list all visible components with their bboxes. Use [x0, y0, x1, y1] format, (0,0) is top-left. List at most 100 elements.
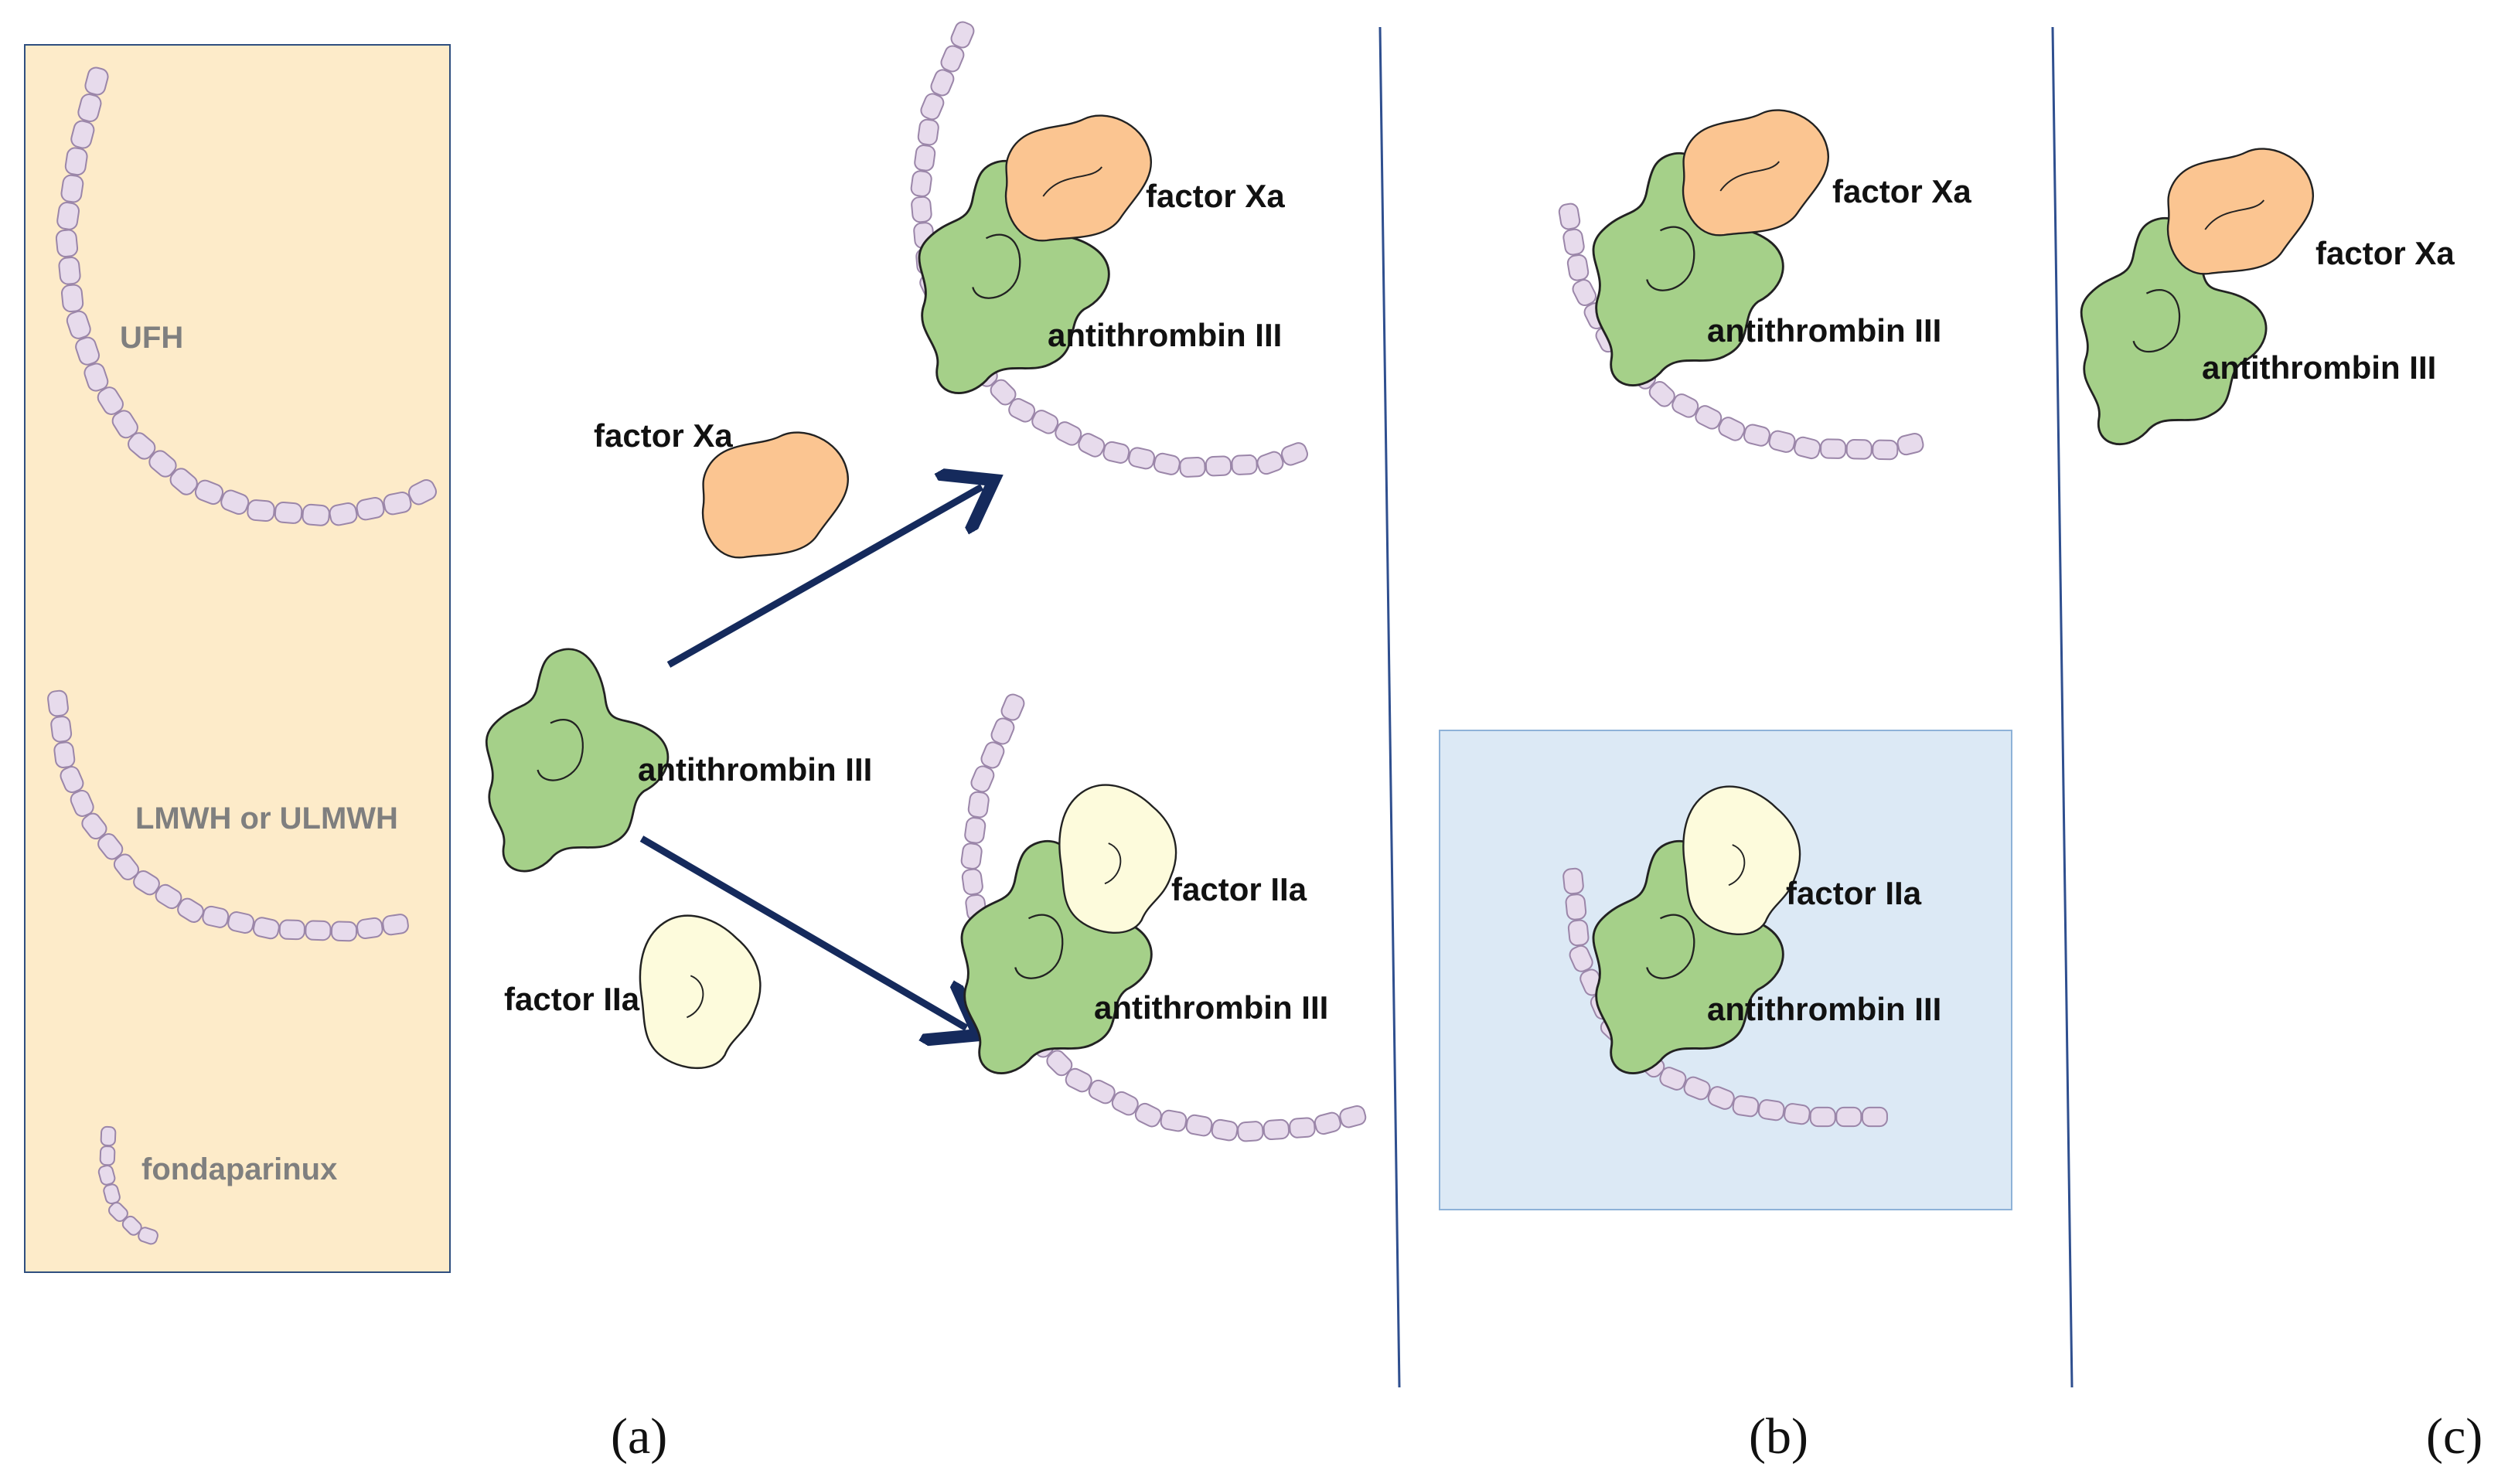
heparin-bead: [81, 812, 107, 840]
panel-c: factor Xa antithrombin III (c): [2080, 148, 2482, 1465]
iia-complex-b-antithrombin: [1592, 839, 1784, 1074]
heparin-bead: [64, 147, 88, 176]
heparin-bead: [356, 496, 385, 521]
heparin-bead: [108, 1202, 128, 1222]
iia-complex-b-factor-label: factor IIa: [1786, 875, 1922, 911]
heparin-bead: [1835, 1106, 1862, 1128]
xa-complex-c-antithrombin: [2080, 216, 2268, 446]
heparin-bead: [1128, 447, 1156, 470]
heparin-bead: [1205, 455, 1232, 477]
heparin-bead: [1339, 1104, 1367, 1128]
xa-complex-b-antithrombin-label: antithrombin III: [1707, 312, 1941, 349]
iia-complex-a-factor-label: factor IIa: [1171, 871, 1307, 907]
heparin-bead: [1707, 1086, 1735, 1110]
heparin-bead: [75, 336, 101, 366]
fondaparinux-label: fondaparinux: [141, 1152, 337, 1186]
arrow-to-iia-complex: [639, 836, 966, 1028]
heparin-bead: [60, 284, 84, 313]
xa-complex-c-factor-label: factor Xa: [2315, 235, 2455, 271]
heparin-bead: [1256, 451, 1284, 475]
heparin-bead: [220, 489, 250, 515]
heparin-bead: [1031, 410, 1059, 434]
xa-complex-b-factor-xa: [1682, 109, 1830, 237]
heparin-bead: [1683, 1076, 1711, 1101]
heparin-bead: [252, 917, 280, 940]
arrow-to-xa-complex: [666, 487, 982, 668]
heparin-bead: [100, 1125, 117, 1147]
heparin-bead: [155, 883, 182, 910]
heparin-bead: [77, 94, 102, 122]
heparin-bead: [1566, 254, 1590, 281]
heparin-bead: [97, 386, 124, 415]
heparin-bead: [1078, 433, 1106, 458]
heparin-bead: [1231, 454, 1258, 475]
iia-complex-a: factor IIa antithrombin III: [960, 693, 1367, 1142]
heparin-bead: [914, 145, 936, 172]
heparin-bead: [330, 921, 358, 942]
heparin-bead: [97, 833, 124, 860]
heparin-bead: [407, 479, 437, 505]
heparin-legend-background: [24, 44, 451, 1273]
heparin-bead: [1000, 693, 1025, 721]
heparin-bead: [1695, 405, 1723, 430]
heparin-bead: [53, 741, 76, 768]
heparin-bead: [56, 202, 80, 230]
panel-c-caption: (c): [2426, 1408, 2482, 1465]
heparin-bead: [960, 842, 983, 870]
heparin-bead: [58, 257, 81, 285]
xa-complex-b: factor Xa antithrombin III: [1558, 109, 1971, 461]
panel-a: factor Xa antithrombin III factor IIa: [485, 21, 1367, 1465]
xa-complex-a-factor-label: factor Xa: [1146, 178, 1285, 214]
iia-complex-b-factor-iia: [1682, 785, 1801, 936]
heparin-bead: [1281, 442, 1308, 466]
iia-complex-b-antithrombin-label: antithrombin III: [1707, 991, 1941, 1027]
free-factor-xa-label: factor Xa: [594, 417, 733, 454]
iia-complex-b: factor IIa antithrombin III: [1562, 785, 1941, 1128]
heparin-bead: [1671, 393, 1699, 418]
heparin-bead: [1055, 421, 1082, 446]
heparin-bead: [329, 502, 358, 526]
heparin-bead: [1896, 432, 1924, 456]
heparin-bead: [50, 716, 73, 743]
heparin-bead: [1648, 380, 1675, 407]
heparin-bead: [1784, 1103, 1811, 1125]
heparin-bead: [1743, 424, 1770, 447]
heparin-bead: [1211, 1118, 1239, 1142]
heparin-bead: [60, 174, 84, 203]
panel-b-caption: (b): [1749, 1408, 1808, 1465]
heparin-bead: [70, 120, 95, 149]
heparin-bead: [138, 1227, 158, 1245]
heparin-bead: [305, 920, 332, 941]
heparin-bead: [911, 196, 932, 223]
xa-complex-b-factor-label: factor Xa: [1832, 173, 1971, 209]
divider-b-c: [2051, 26, 2074, 1388]
heparin-bead: [1008, 398, 1036, 423]
heparin-bead: [1732, 1095, 1760, 1118]
heparin-bead: [1757, 1099, 1785, 1122]
heparin-bead: [1558, 203, 1581, 230]
heparin-bead: [247, 499, 275, 522]
heparin-bead: [202, 905, 230, 928]
heparin-bead: [194, 479, 223, 505]
heparin-bead: [383, 491, 412, 516]
iia-complex-a-antithrombin-label: antithrombin III: [1094, 989, 1328, 1026]
fondaparinux-chain: [97, 1125, 158, 1245]
lmwh-label: LMWH or ULMWH: [135, 802, 398, 836]
iia-complex-a-factor-iia: [1058, 784, 1177, 934]
heparin-bead: [55, 229, 79, 258]
heparin-bead: [920, 93, 945, 121]
heparin-bead: [967, 791, 990, 819]
heparin-bead: [356, 917, 383, 939]
heparin-bead: [1659, 1067, 1687, 1091]
heparin-bead: [169, 468, 198, 495]
heparin-bead: [121, 1215, 142, 1236]
panel-a-caption: (a): [611, 1408, 667, 1465]
heparin-bead: [940, 45, 965, 73]
heparin-bead: [1572, 279, 1597, 307]
heparin-bead: [961, 868, 983, 896]
heparin-bead: [302, 503, 330, 526]
xa-complex-a: factor Xa antithrombin III: [910, 21, 1308, 478]
free-antithrombin-protein: [485, 648, 670, 873]
heparin-bead: [1185, 1114, 1213, 1137]
